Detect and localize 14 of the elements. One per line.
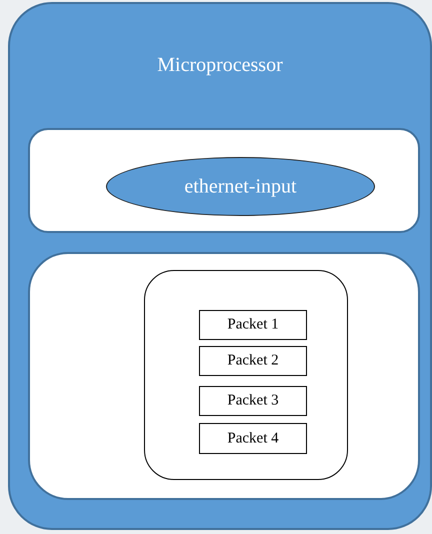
node-label: Packet 1 bbox=[226, 316, 280, 334]
packet-box bbox=[199, 423, 307, 454]
node-label: Packet 4 bbox=[226, 430, 280, 448]
section-panel bbox=[28, 252, 420, 500]
heading: Microprocessor bbox=[156, 54, 284, 77]
processor-panel bbox=[8, 2, 432, 530]
node-label: ethernet-input bbox=[183, 175, 298, 198]
packet-box bbox=[199, 386, 307, 416]
section-panel bbox=[28, 128, 420, 233]
queue-box bbox=[144, 270, 348, 480]
node-label: Packet 3 bbox=[226, 392, 280, 410]
packet-box bbox=[199, 346, 307, 376]
packet-box bbox=[199, 310, 307, 340]
node-label: Packet 2 bbox=[226, 352, 280, 370]
